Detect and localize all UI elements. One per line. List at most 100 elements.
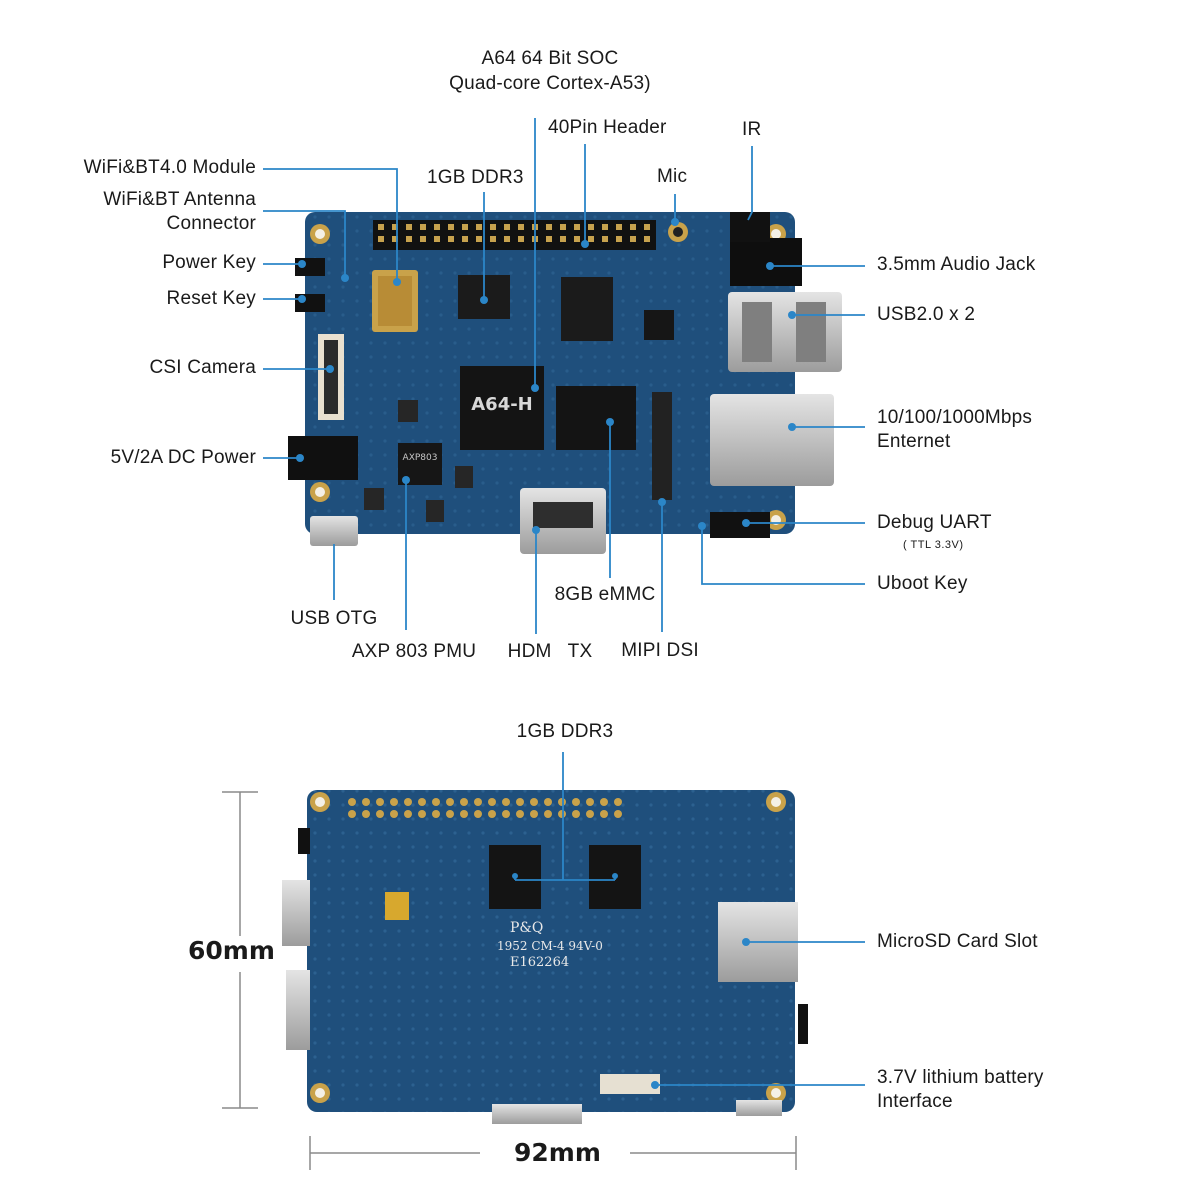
through-hole-pin	[530, 798, 538, 806]
header-pin	[490, 236, 496, 242]
label-40pin-header: 40Pin Header	[548, 117, 667, 138]
through-hole-pin	[390, 810, 398, 818]
through-hole-pin	[362, 798, 370, 806]
header-pin	[448, 224, 454, 230]
label-debug-uart: Debug UART	[877, 512, 992, 533]
through-hole-pin	[376, 810, 384, 818]
through-hole-pin	[460, 798, 468, 806]
header-pin	[602, 224, 608, 230]
label-power-key: Power Key	[162, 252, 256, 273]
through-hole-pin	[432, 810, 440, 818]
mipi-dsi-connector	[652, 392, 672, 500]
dimension-lines	[222, 791, 797, 1170]
soc-chip	[460, 366, 544, 450]
label-ethernet-line1: 10/100/1000Mbps	[877, 407, 1033, 428]
through-hole-pin	[418, 810, 426, 818]
header-pin	[392, 224, 398, 230]
header-pin	[448, 236, 454, 242]
through-hole-pin	[488, 798, 496, 806]
audio-jack	[730, 238, 802, 286]
through-hole-pin	[502, 798, 510, 806]
label-ir: IR	[742, 119, 762, 140]
dimension-height: 60mm	[188, 936, 275, 965]
through-hole-pin	[544, 810, 552, 818]
through-hole-pin	[488, 810, 496, 818]
header-pin	[630, 224, 636, 230]
header-pin	[420, 236, 426, 242]
header-pin	[378, 224, 384, 230]
through-hole-pin	[558, 798, 566, 806]
label-debug-uart-note: ( TTL 3.3V)	[903, 539, 964, 551]
header-pin	[434, 236, 440, 242]
label-csi-camera: CSI Camera	[149, 357, 256, 378]
label-battery-line2: Interface	[877, 1091, 953, 1112]
through-hole-pin	[474, 798, 482, 806]
header-pin	[476, 236, 482, 242]
header-pin	[462, 236, 468, 242]
header-pin	[518, 224, 524, 230]
header-pin	[434, 224, 440, 230]
pin-header-40	[373, 220, 656, 250]
header-pin	[378, 236, 384, 242]
label-ethernet-line2: Enternet	[877, 431, 951, 452]
through-hole-pin	[572, 810, 580, 818]
usb-otg-port	[310, 516, 358, 546]
through-hole-pin	[558, 810, 566, 818]
through-hole-pin	[600, 798, 608, 806]
header-pin	[546, 236, 552, 242]
debug-uart-pins	[710, 512, 770, 538]
svg-text:E162264: E162264	[510, 955, 569, 970]
label-ddr3-bottom: 1GB DDR3	[516, 721, 614, 742]
header-pin	[504, 224, 510, 230]
through-hole-pin	[390, 798, 398, 806]
bottom-board: P&Q 1952 CM-4 94V-0 E162264	[282, 790, 808, 1124]
header-pin	[546, 224, 552, 230]
top-board: A64-H AXP803	[288, 212, 842, 554]
header-pin	[560, 224, 566, 230]
header-pin	[504, 236, 510, 242]
header-pin	[406, 236, 412, 242]
through-hole-pin	[544, 798, 552, 806]
label-usb-otg: USB OTG	[290, 608, 378, 629]
through-hole-pin	[418, 798, 426, 806]
header-pin	[602, 236, 608, 242]
through-hole-pin	[404, 810, 412, 818]
label-antenna-line1: WiFi&BT Antenna	[103, 189, 256, 210]
label-audio-jack: 3.5mm Audio Jack	[877, 254, 1036, 275]
header-pin	[574, 224, 580, 230]
header-pin	[588, 224, 594, 230]
through-hole-pin	[614, 798, 622, 806]
through-hole-pin	[404, 798, 412, 806]
callout-dots	[296, 218, 796, 1089]
through-hole-pin	[446, 798, 454, 806]
label-mipi-dsi: MIPI DSI	[621, 640, 699, 661]
label-antenna-line2: Connector	[166, 213, 256, 234]
label-battery-line1: 3.7V lithium battery	[877, 1067, 1044, 1088]
ethernet-port	[710, 394, 834, 486]
ddr3-chip-b	[561, 277, 613, 341]
through-hole-pin	[362, 810, 370, 818]
header-pin	[560, 236, 566, 242]
through-hole-pin	[474, 810, 482, 818]
label-dc-power: 5V/2A DC Power	[110, 447, 256, 468]
through-hole-pin	[446, 810, 454, 818]
through-hole-pin	[348, 810, 356, 818]
battery-connector	[600, 1074, 660, 1094]
header-pin	[644, 224, 650, 230]
header-pin	[644, 236, 650, 242]
through-hole-pin	[516, 798, 524, 806]
label-soc-line2: Quad-core Cortex-A53)	[449, 73, 651, 94]
label-soc-line1: A64 64 Bit SOC	[481, 48, 619, 69]
header-pin	[574, 236, 580, 242]
header-pin	[630, 236, 636, 242]
header-pin	[406, 224, 412, 230]
label-axp-pmu: AXP 803 PMU	[351, 641, 477, 662]
svg-text:1952 CM-4 94V-0: 1952 CM-4 94V-0	[497, 939, 603, 953]
label-microsd: MicroSD Card Slot	[877, 931, 1038, 952]
label-emmc: 8GB eMMC	[554, 584, 656, 605]
through-hole-pin	[348, 798, 356, 806]
header-pin	[518, 236, 524, 242]
header-pin	[616, 236, 622, 242]
